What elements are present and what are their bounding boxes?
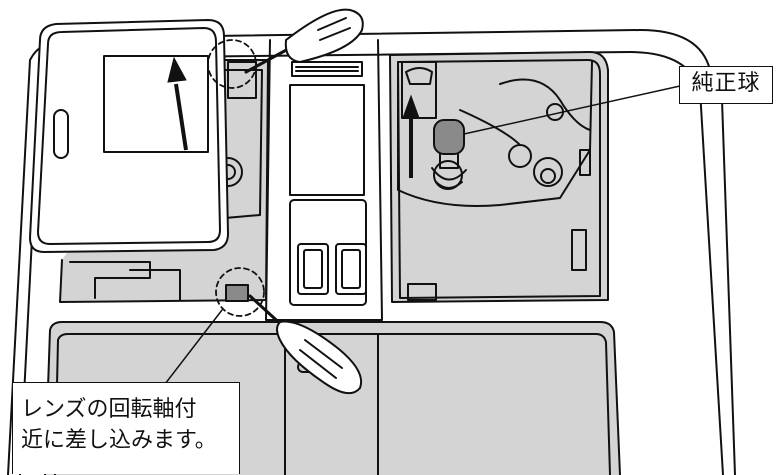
highlight-bottom	[215, 267, 265, 317]
left-tab-top	[227, 61, 257, 99]
switch-right	[335, 243, 367, 295]
lens-grip	[53, 109, 69, 159]
instruction-line-1: レンズの回転軸付	[21, 397, 197, 422]
instruction-note: レンズの回転軸付 近に差し込みます。	[12, 382, 240, 474]
genuine-bulb-label: 純正球	[679, 66, 773, 104]
highlight-top	[207, 39, 257, 89]
screwdriver-bottom	[248, 294, 362, 395]
switch-left	[297, 243, 329, 295]
genuine-bulb	[433, 119, 465, 155]
up-arrow-bulb	[402, 94, 420, 178]
right-lamp-housing	[389, 51, 609, 303]
genuine-bulb-leader	[463, 85, 681, 135]
screwdriver-top	[244, 8, 364, 74]
lens-window	[103, 55, 209, 153]
left-tab-bottom	[225, 284, 249, 302]
instruction-leader	[164, 309, 223, 385]
removed-lens	[29, 19, 229, 253]
up-arrow-lens	[167, 56, 188, 151]
instruction-line-2: 近に差し込みます。	[21, 428, 217, 453]
